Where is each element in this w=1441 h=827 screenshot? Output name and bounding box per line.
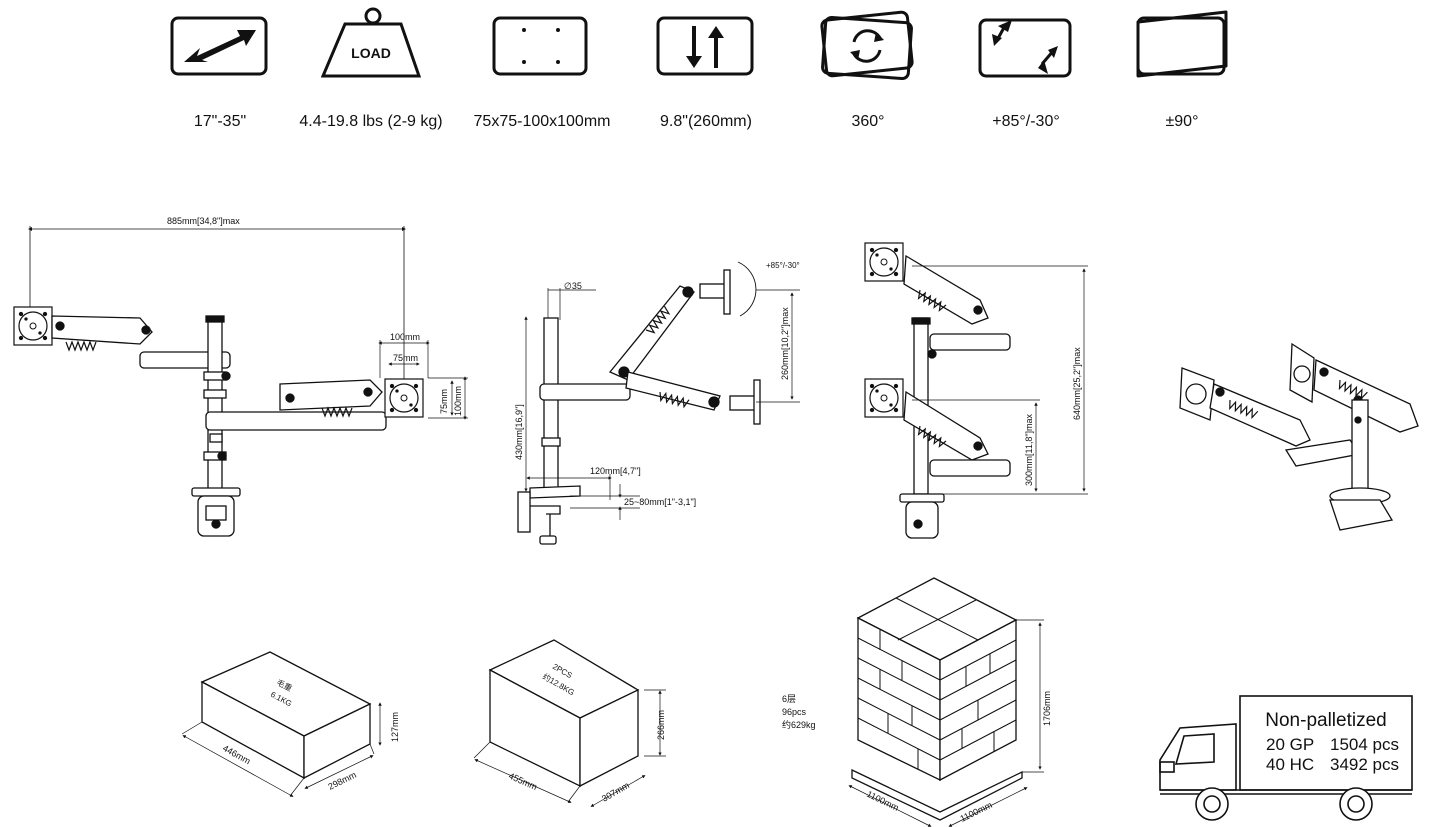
rotate-icon: [820, 10, 914, 80]
truck-20gp-qty: 1504 pcs: [1330, 735, 1399, 754]
box1-height: 127mm: [390, 712, 400, 742]
height-adjust-icon: [656, 16, 754, 76]
pallet-layers: 6层: [782, 694, 796, 704]
clamp-range: 25~80mm[1"-3,1"]: [624, 497, 696, 507]
vesa-pattern-icon: [492, 16, 588, 76]
pole-height: 430mm[16,9"]: [514, 404, 524, 460]
pallet-weight: 约629kg: [782, 719, 816, 730]
truck-40hc-type: 40 HC: [1266, 755, 1314, 774]
pallet-pcs: 96pcs: [782, 707, 807, 717]
box2-width: 307mm: [600, 780, 631, 804]
spec-label: 75x75-100x100mm: [473, 113, 611, 130]
stacked-arm-view: [864, 242, 1088, 539]
box1-width: 298mm: [326, 770, 357, 792]
load-weight-icon: LOAD: [321, 7, 421, 78]
tilt-angle: +85°/-30°: [766, 261, 800, 270]
box2-height: 266mm: [656, 710, 666, 740]
load-text: LOAD: [351, 45, 391, 61]
spec-label: 360°: [851, 113, 885, 130]
vesa-75-width: 75mm: [393, 353, 418, 363]
lower-height: 300mm[11,8"]max: [1024, 413, 1034, 486]
spec-label: +85°/-30°: [992, 113, 1060, 130]
truck-20gp-type: 20 GP: [1266, 735, 1314, 754]
lift-range: 260mm[10,2"]max: [780, 307, 790, 380]
spec-height: 9.8"(260mm): [656, 0, 756, 130]
base-offset: 120mm[4,7"]: [590, 466, 641, 476]
vesa-75-height: 75mm: [439, 389, 449, 414]
spec-swivel: ±90°: [1132, 0, 1232, 130]
spec-screen-size: 17"-35": [170, 0, 270, 130]
pallet-height: 1706mm: [1042, 691, 1052, 726]
vesa-100-height: 100mm: [453, 386, 463, 416]
box2-length: 455mm: [507, 771, 538, 792]
spec-tilt: +85°/-30°: [976, 0, 1076, 130]
truck-title: Non-palletized: [1265, 710, 1386, 731]
spec-label: ±90°: [1165, 113, 1199, 130]
diagonal-arrow-icon: [170, 16, 268, 76]
swivel-icon: [1136, 10, 1228, 78]
spec-label: 17"-35": [193, 113, 247, 130]
pallet-stack: [848, 577, 1044, 827]
pole-diameter: ∅35: [564, 281, 582, 291]
dual-arm-perspective: [1179, 342, 1419, 531]
box-single: [181, 651, 382, 797]
spec-rotate: 360°: [818, 0, 918, 130]
truck-40hc-qty: 3492 pcs: [1330, 755, 1399, 774]
truck-illustration: [1159, 695, 1413, 821]
spec-load: LOAD 4.4-19.8 lbs (2-9 kg): [299, 0, 443, 130]
spec-label: 9.8"(260mm): [660, 113, 752, 130]
single-arm-side-view: [517, 261, 800, 545]
spec-vesa: 75x75-100x100mm: [474, 0, 610, 130]
dual-arm-top-view: [13, 226, 468, 537]
vesa-100-width: 100mm: [390, 332, 420, 342]
total-height: 640mm[25,2"]max: [1072, 347, 1082, 420]
spec-label: 4.4-19.8 lbs (2-9 kg): [299, 113, 443, 130]
reach-dimension: 885mm[34,8"]max: [167, 216, 240, 226]
tilt-icon: [978, 18, 1072, 78]
box-double: [473, 639, 666, 807]
